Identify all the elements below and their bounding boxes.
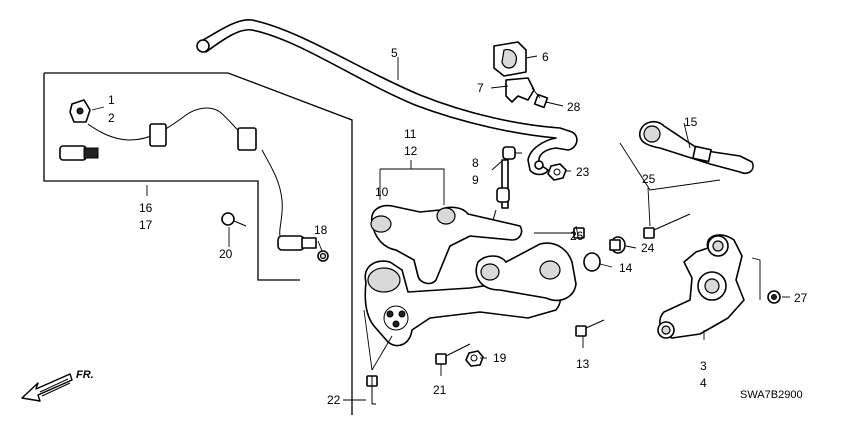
callout-21: 21 — [433, 383, 447, 397]
compensator-arm[interactable] — [638, 120, 754, 175]
front-label: FR. — [76, 369, 94, 381]
sensor-grommet-18[interactable] — [317, 250, 329, 262]
callout-25: 25 — [642, 172, 656, 186]
callout-19: 19 — [493, 351, 507, 365]
rear-knuckle[interactable] — [657, 234, 745, 339]
flange-bolt-21[interactable] — [435, 343, 471, 365]
lower-arm[interactable] — [475, 242, 577, 302]
callout-9: 9 — [472, 173, 479, 187]
callout-23: 23 — [576, 165, 590, 179]
wheel-sensor-harness[interactable] — [59, 107, 317, 251]
callout-8: 8 — [472, 156, 479, 170]
callout-6: 6 — [542, 50, 549, 64]
callout-11: 11 — [404, 127, 417, 141]
callout-7: 7 — [477, 81, 484, 95]
callout-10: 10 — [375, 185, 389, 199]
callout-17: 17 — [139, 218, 153, 232]
callout-12: 12 — [404, 144, 418, 158]
flange-bolt-22[interactable] — [366, 375, 378, 405]
callout-14: 14 — [619, 261, 633, 275]
callout-13: 13 — [576, 357, 590, 371]
callout-5: 5 — [391, 46, 398, 60]
callout-4: 4 — [700, 376, 707, 390]
callout-26: 26 — [570, 229, 584, 243]
callout-24: 24 — [641, 241, 655, 255]
callout-1: 1 — [108, 93, 115, 107]
callout-18: 18 — [314, 223, 328, 237]
flange-bolt-25[interactable] — [643, 213, 691, 239]
callout-22: 22 — [327, 393, 341, 407]
flange-bolt-13[interactable] — [575, 319, 605, 337]
sensor-group-outline — [43, 72, 353, 415]
stabilizer-link[interactable] — [492, 146, 522, 221]
washer-27[interactable] — [767, 290, 781, 304]
callouts: 1 2 3 4 5 6 7 8 9 10 11 12 13 14 15 16 1… — [108, 46, 808, 407]
callout-28: 28 — [567, 100, 581, 114]
callout-2: 2 — [108, 111, 115, 125]
stabilizer-bar[interactable] — [196, 19, 578, 176]
flange-bolt-28[interactable] — [531, 87, 549, 109]
callout-27: 27 — [794, 291, 808, 305]
stabilizer-bushing[interactable] — [493, 41, 527, 77]
callout-15: 15 — [684, 115, 698, 129]
bolt-20[interactable] — [221, 212, 247, 227]
front-direction-indicator: FR. — [21, 369, 94, 402]
flange-nut-19[interactable] — [465, 350, 484, 367]
bushing-14[interactable] — [583, 236, 626, 272]
self-locking-nut-23[interactable] — [547, 163, 567, 181]
callout-20: 20 — [219, 247, 233, 261]
diagram-code: SWA7B2900 — [740, 389, 803, 401]
callout-16: 16 — [139, 201, 153, 215]
front-arrow-icon — [21, 373, 73, 402]
harness-clip[interactable] — [69, 99, 91, 123]
stabilizer-holder[interactable] — [505, 77, 535, 103]
upper-arm[interactable] — [370, 204, 523, 285]
leader-lines — [91, 55, 790, 401]
callout-3: 3 — [700, 359, 707, 373]
